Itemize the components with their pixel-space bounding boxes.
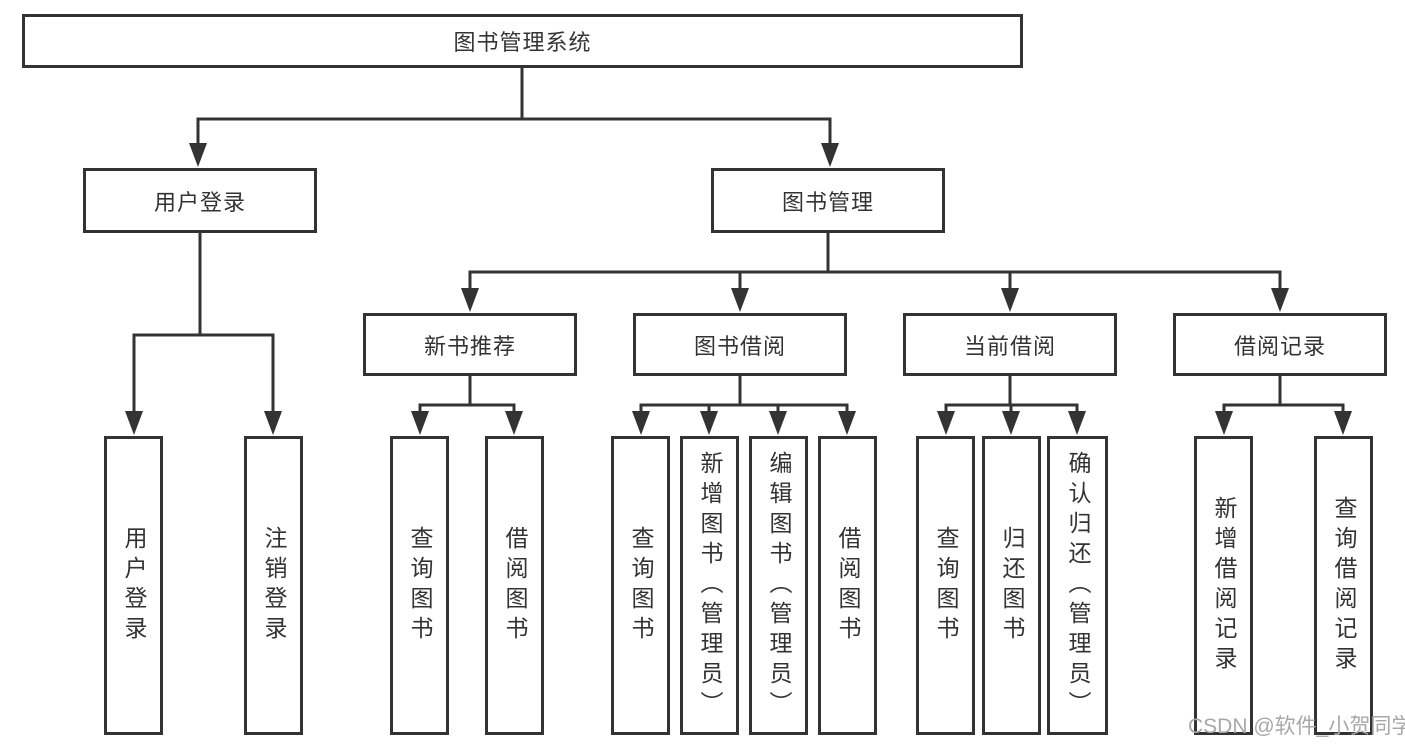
node-user-login-action-label: 用户登录 <box>121 525 147 646</box>
node-library-system-label: 图书管理系统 <box>453 30 592 55</box>
arrowhead-icon <box>937 411 955 435</box>
arrowhead-icon <box>769 411 787 435</box>
node-user-login: 用户登录 <box>83 168 317 233</box>
node-query-books-borrowing-label: 查询图书 <box>628 525 654 646</box>
arrowhead-icon <box>411 411 429 435</box>
node-borrow-books-borrowing: 借阅图书 <box>818 436 877 735</box>
arrowhead-icon <box>125 411 143 435</box>
node-logout: 注销登录 <box>244 436 303 735</box>
node-borrow-books-recommend: 借阅图书 <box>485 436 544 735</box>
arrowhead-icon <box>632 411 650 435</box>
node-query-books-current-label: 查询图书 <box>933 525 959 646</box>
node-logout-label: 注销登录 <box>261 525 287 646</box>
arrowhead-icon <box>1001 288 1019 312</box>
node-query-borrowing-record-label: 查询借阅记录 <box>1331 495 1357 676</box>
node-borrowing-records: 借阅记录 <box>1173 313 1387 376</box>
node-user-login-action: 用户登录 <box>104 436 163 735</box>
arrowhead-icon <box>264 411 282 435</box>
node-confirm-return-admin-label: 确认归还（管理员） <box>1065 450 1091 721</box>
node-book-management-label: 图书管理 <box>781 189 874 215</box>
node-book-management: 图书管理 <box>711 168 945 233</box>
node-add-books-admin: 新增图书（管理员） <box>680 436 739 735</box>
node-query-books-current: 查询图书 <box>916 436 975 735</box>
node-query-books-recommend-label: 查询图书 <box>407 525 433 646</box>
arrowhead-icon <box>1215 411 1233 435</box>
arrowhead-icon <box>821 143 839 167</box>
node-new-book-recommend: 新书推荐 <box>363 313 577 376</box>
node-query-books-borrowing: 查询图书 <box>611 436 670 735</box>
node-book-borrowing-label: 图书借阅 <box>693 333 786 359</box>
node-add-borrowing-record: 新增借阅记录 <box>1194 436 1253 735</box>
node-return-books: 归还图书 <box>982 436 1041 735</box>
arrowhead-icon <box>700 411 718 435</box>
watermark: CSDN @软件_小贺同学 <box>1188 715 1405 738</box>
arrowhead-icon <box>1002 411 1020 435</box>
arrowhead-icon <box>461 288 479 312</box>
node-new-book-recommend-label: 新书推荐 <box>423 333 516 359</box>
node-borrowing-records-label: 借阅记录 <box>1233 333 1326 359</box>
node-confirm-return-admin: 确认归还（管理员） <box>1047 436 1108 735</box>
node-current-borrowing: 当前借阅 <box>903 313 1117 376</box>
arrowhead-icon <box>1068 411 1086 435</box>
node-edit-books-admin-label: 编辑图书（管理员） <box>766 450 792 721</box>
arrowhead-icon <box>189 143 207 167</box>
node-current-borrowing-label: 当前借阅 <box>963 333 1056 359</box>
arrowhead-icon <box>838 411 856 435</box>
node-book-borrowing: 图书借阅 <box>633 313 847 376</box>
node-add-books-admin-label: 新增图书（管理员） <box>697 450 723 721</box>
node-query-books-recommend: 查询图书 <box>390 436 449 735</box>
node-user-login-label: 用户登录 <box>153 189 246 215</box>
node-borrow-books-recommend-label: 借阅图书 <box>502 525 528 646</box>
node-return-books-label: 归还图书 <box>999 525 1025 646</box>
node-library-system: 图书管理系统 <box>22 14 1023 68</box>
node-edit-books-admin: 编辑图书（管理员） <box>749 436 808 735</box>
arrowhead-icon <box>1334 411 1352 435</box>
arrowhead-icon <box>505 411 523 435</box>
arrowhead-icon <box>1271 288 1289 312</box>
node-query-borrowing-record: 查询借阅记录 <box>1314 436 1373 735</box>
node-borrow-books-borrowing-label: 借阅图书 <box>835 525 861 646</box>
node-add-borrowing-record-label: 新增借阅记录 <box>1211 495 1237 676</box>
arrowhead-icon <box>731 288 749 312</box>
